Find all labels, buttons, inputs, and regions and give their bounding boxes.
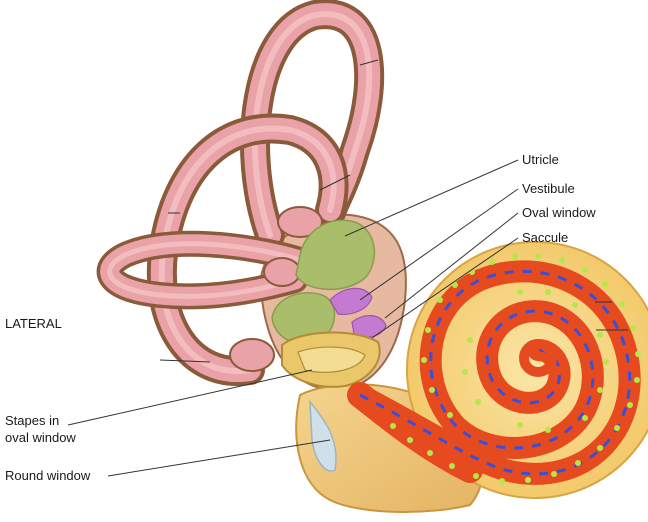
label-oval-window: Oval window — [522, 205, 596, 220]
leader-stapes — [67, 369, 313, 426]
utricle — [271, 219, 376, 345]
stapes — [281, 331, 381, 388]
label-lateral: LATERAL — [5, 316, 62, 331]
label-saccule: Saccule — [522, 230, 569, 245]
leader-round-window — [107, 439, 331, 477]
leader-saccule — [371, 237, 519, 339]
label-stapes-line1: Stapes in — [5, 413, 60, 428]
label-utricle: Utricle — [522, 152, 559, 167]
label-vestibule: Vestibule — [522, 181, 575, 196]
round-window-membrane — [309, 399, 337, 472]
leader-oval-window — [384, 212, 519, 319]
label-round-window: Round window — [5, 468, 91, 483]
saccule — [329, 287, 387, 338]
label-stapes-line2: oval window — [5, 430, 76, 445]
cochlea — [347, 241, 648, 499]
leader-lines — [67, 59, 628, 477]
leader-utricle — [344, 159, 519, 237]
semicircular-canals — [96, 0, 385, 387]
ampullae — [229, 206, 323, 372]
leader-vestibule — [359, 188, 519, 301]
